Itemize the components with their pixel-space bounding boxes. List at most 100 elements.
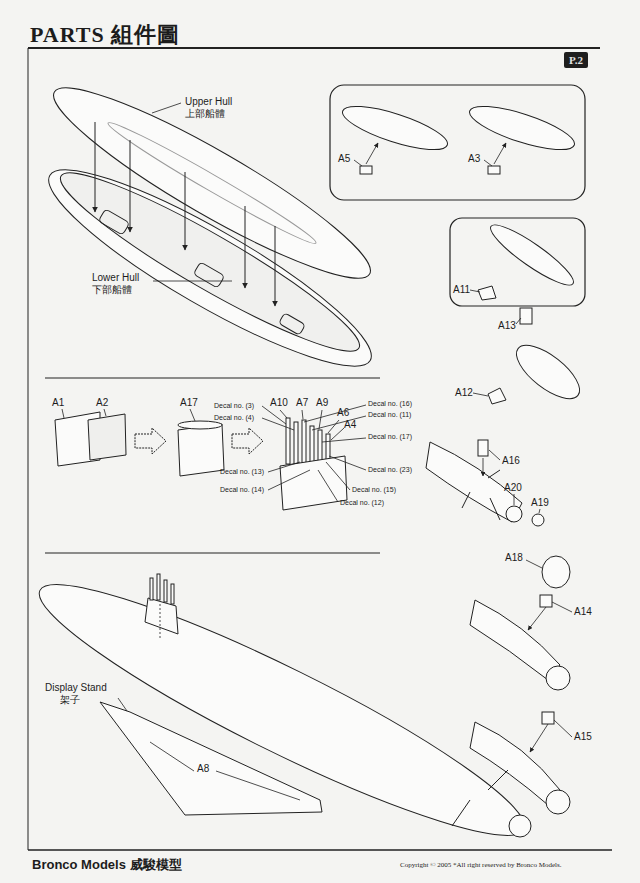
page-frame (28, 48, 29, 850)
part-drawings (150, 578, 153, 600)
callout-number: A12 (455, 387, 473, 399)
callout-number: A7 (296, 397, 308, 409)
part-drawings (318, 430, 322, 464)
leader-lines (262, 418, 294, 430)
leader-lines (331, 428, 344, 440)
leader-lines (354, 160, 362, 166)
decal-number: Decal no. (15) (352, 486, 396, 494)
part-drawings (540, 595, 552, 607)
callout-number: A2 (96, 397, 108, 409)
callout-number: A1 (52, 397, 64, 409)
leader-lines (104, 409, 106, 416)
part-drawings (470, 600, 560, 680)
decal-number: Decal no. (14) (220, 486, 264, 494)
detail-box (330, 85, 585, 200)
callout-number: A16 (502, 455, 520, 467)
part-drawings (509, 815, 531, 837)
leader-lines (160, 604, 161, 640)
leader-lines (153, 281, 232, 282)
leader-lines (312, 416, 366, 430)
part-drawings (88, 414, 126, 460)
callout-number: A13 (498, 320, 516, 332)
part-drawings (488, 166, 500, 174)
leader-lines (530, 724, 548, 752)
part-drawings (294, 422, 298, 464)
leader-lines (280, 410, 287, 418)
part-drawings (21, 553, 542, 868)
callout-number: A18 (505, 552, 523, 564)
page-frame (28, 849, 612, 851)
assembly-arrows (275, 226, 276, 306)
part-drawings (478, 286, 496, 300)
callout-number: A20 (504, 482, 522, 494)
hull-halves (98, 209, 129, 235)
leader-lines (152, 103, 181, 113)
leader-lines (152, 103, 232, 281)
part-drawings (465, 98, 578, 159)
part-drawings (542, 556, 570, 588)
decal-number: Decal no. (17) (368, 433, 412, 441)
leader-lines (62, 143, 572, 800)
leader-lines (366, 143, 378, 164)
assembly-arrows (185, 172, 186, 250)
page-frame (45, 378, 380, 379)
part-drawings (542, 712, 554, 724)
part-name: 架子 (60, 694, 80, 706)
part-drawings (302, 420, 306, 464)
leader-lines (216, 771, 300, 800)
assembly-arrows (245, 206, 246, 288)
leader-lines (329, 456, 366, 470)
leader-lines (552, 602, 572, 612)
leader-lines (304, 405, 366, 422)
part-drawings (232, 428, 263, 454)
copyright-note: Copyright © 2005 *All right reserved by … (400, 861, 561, 869)
leader-lines (494, 143, 506, 164)
part-drawings (171, 584, 174, 604)
leader-lines (526, 560, 542, 568)
hull-halves (279, 313, 306, 335)
part-drawings (426, 442, 522, 522)
decal-number: Decal no. (12) (340, 499, 384, 507)
decal-number: Decal no. (4) (214, 414, 254, 422)
leader-lines (319, 410, 322, 429)
part-drawings (338, 98, 451, 159)
callout-number: A17 (180, 397, 198, 409)
leader-lines (484, 160, 492, 166)
part-drawings (178, 424, 224, 476)
leader-lines (470, 290, 480, 292)
detail-box (330, 85, 585, 306)
page-number: P.2 (569, 54, 583, 66)
leader-lines (514, 494, 515, 505)
part-name: Upper Hull (185, 96, 232, 108)
decal-number: Decal no. (16) (368, 400, 412, 408)
callout-number: A15 (574, 731, 592, 743)
callout-number: A14 (574, 606, 592, 618)
leader-lines (302, 410, 303, 419)
part-drawings (546, 666, 570, 690)
part-name: Display Stand (45, 682, 107, 694)
leader-lines (150, 742, 194, 771)
part-drawings (452, 770, 508, 826)
part-drawings (310, 426, 314, 464)
callout-number: A19 (531, 497, 549, 509)
part-drawings (508, 336, 588, 408)
part-drawings (21, 98, 587, 868)
leader-lines (268, 462, 300, 472)
part-drawings (546, 790, 570, 814)
part-drawings (100, 702, 322, 815)
page-title: PARTS 組件圖 (30, 20, 180, 50)
detail-box (450, 218, 585, 306)
hull-halves (193, 262, 224, 288)
callout-number: A6 (337, 407, 349, 419)
callout-number: A5 (338, 153, 350, 165)
leader-lines (473, 393, 488, 396)
part-name: Lower Hull (92, 272, 139, 284)
leader-lines (328, 420, 339, 433)
page-frame (45, 553, 380, 554)
part-name: 下部船體 (92, 284, 132, 296)
part-drawings (532, 514, 544, 526)
leader-lines (539, 509, 540, 513)
callout-number: A8 (197, 763, 209, 775)
hull-halves (31, 64, 389, 393)
